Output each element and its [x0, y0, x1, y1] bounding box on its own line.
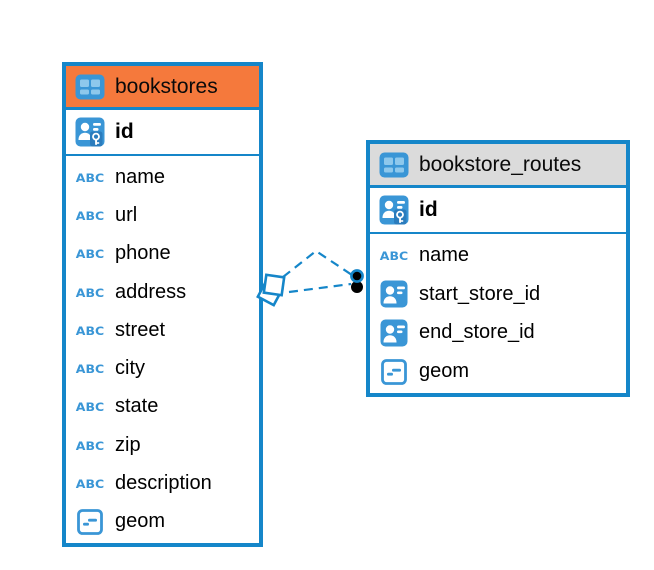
column-row[interactable]: ABC city [66, 349, 259, 387]
column-row[interactable]: ABC name [370, 236, 626, 275]
column-name: description [115, 472, 212, 495]
object-column-icon [378, 358, 410, 385]
column-row[interactable]: end_store_id [370, 314, 626, 353]
text-column-icon: ABC [75, 399, 105, 415]
text-column-icon: ABC [75, 208, 105, 223]
column-list: ABC name start_store_id [370, 234, 626, 393]
column-name: id [115, 120, 134, 143]
text-column-icon: ABC [75, 361, 105, 376]
text-column-icon: ABC [75, 323, 105, 338]
column-row[interactable]: ABC state [66, 388, 259, 426]
column-name: state [115, 395, 159, 418]
reference-column-icon [378, 319, 410, 347]
table-icon [378, 152, 410, 178]
column-name: geom [115, 510, 166, 533]
text-column-icon: ABC [75, 284, 105, 300]
column-name: street [115, 318, 166, 341]
primary-key-icon [378, 195, 410, 225]
entity-table-bookstore-routes[interactable]: bookstore_routes id ABC [366, 140, 630, 397]
column-row[interactable]: geom [66, 503, 259, 541]
relationship-edge[interactable] [282, 249, 353, 278]
column-row[interactable]: ABC name [66, 158, 259, 196]
column-row[interactable]: start_store_id [370, 275, 626, 314]
column-name: zip [115, 433, 141, 456]
table-header-bookstores[interactable]: bookstores [66, 66, 259, 110]
reference-column-icon [378, 280, 410, 308]
column-name: name [115, 165, 166, 188]
column-row[interactable]: ABC description [66, 464, 259, 502]
table-name: bookstores [115, 74, 218, 98]
column-name: geom [419, 360, 470, 383]
column-name: phone [115, 242, 171, 265]
column-row[interactable]: geom [370, 352, 626, 391]
column-row[interactable]: ABC url [66, 196, 259, 234]
column-name: name [419, 243, 470, 266]
relationship-diamond-marker[interactable] [256, 273, 286, 307]
text-column-icon: ABC [75, 246, 105, 261]
relationship-edge[interactable] [288, 282, 352, 294]
table-name: bookstore_routes [419, 152, 582, 176]
column-row[interactable]: id [370, 188, 626, 234]
column-name: city [115, 357, 145, 380]
column-name: url [115, 203, 138, 226]
text-column-icon: ABC [75, 170, 105, 185]
entity-table-bookstores[interactable]: bookstores id ABC na [62, 62, 263, 547]
table-header-bookstore-routes[interactable]: bookstore_routes [370, 144, 626, 188]
text-column-icon: ABC [75, 438, 105, 453]
text-column-icon: ABC [75, 476, 105, 491]
primary-key-icon [74, 117, 106, 147]
object-column-icon [74, 508, 106, 535]
column-list: ABC name ABC url ABC phone ABC address A… [66, 156, 259, 543]
column-row[interactable]: ABC address [66, 273, 259, 311]
column-name: end_store_id [419, 321, 535, 344]
column-name: address [115, 280, 187, 303]
column-name: id [419, 198, 438, 221]
column-row[interactable]: ABC phone [66, 235, 259, 273]
text-column-icon: ABC [379, 248, 409, 263]
column-row[interactable]: ABC zip [66, 426, 259, 464]
column-row[interactable]: ABC street [66, 311, 259, 349]
column-row[interactable]: id [66, 110, 259, 156]
column-name: start_store_id [419, 282, 541, 305]
table-icon [74, 74, 106, 100]
relationship-dot-marker[interactable] [350, 269, 364, 293]
